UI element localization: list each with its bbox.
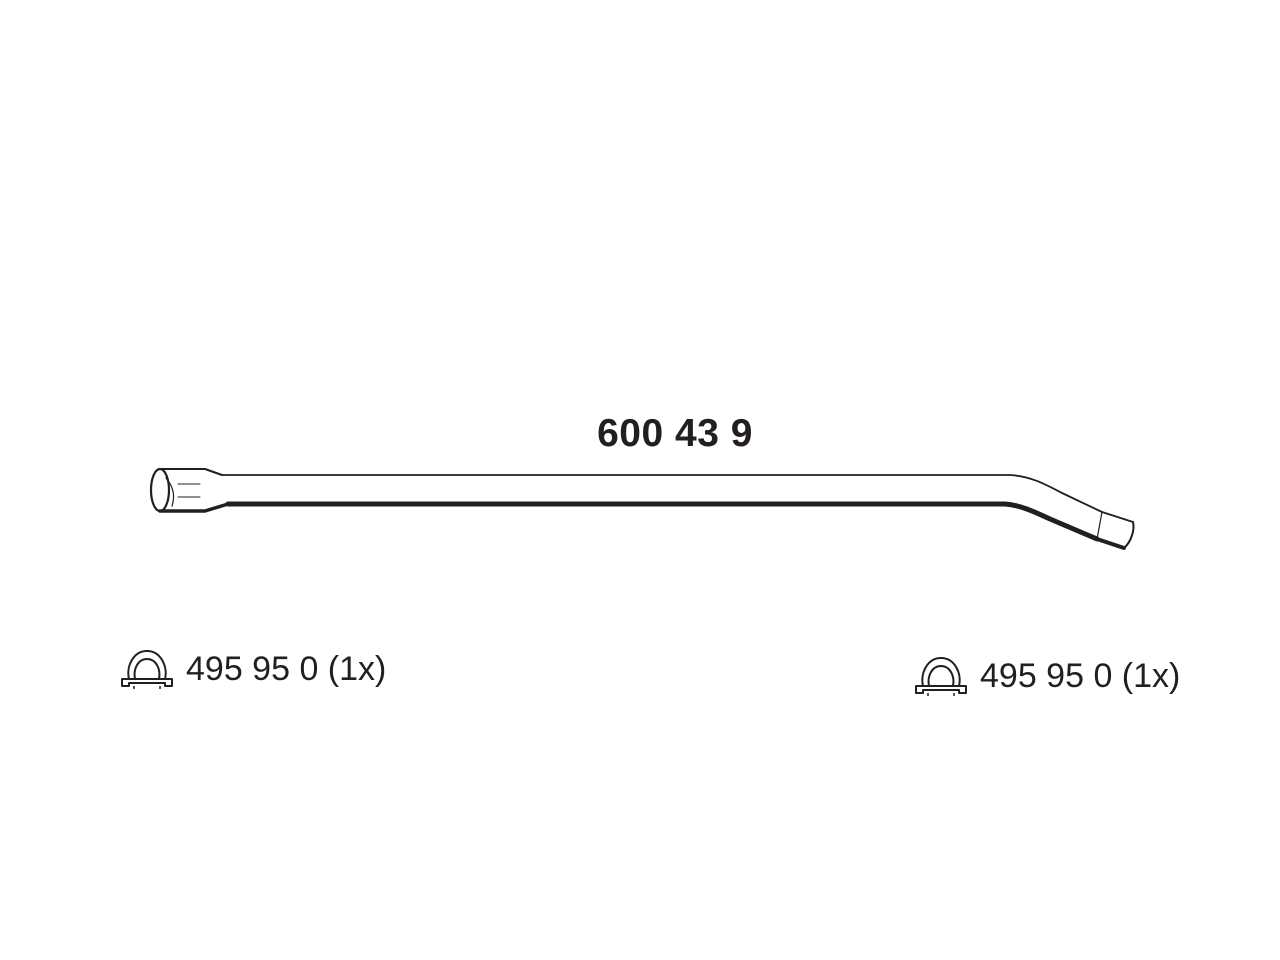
pipe-right-sleeve-bottom xyxy=(1095,537,1126,550)
pipe-body-top-edge xyxy=(221,474,1103,513)
exhaust-pipe-icon xyxy=(149,467,1135,550)
clamp-label: 495 95 0 (1x) xyxy=(980,656,1181,695)
clamp-label: 495 95 0 (1x) xyxy=(186,649,387,688)
clamp-item-left: 495 95 0 (1x) xyxy=(120,645,386,693)
pipe-right-sleeve-joint xyxy=(1096,511,1103,540)
part-number-label: 600 43 9 xyxy=(597,412,753,455)
pipe-left-socket-inner xyxy=(165,477,175,507)
pipe-clamp-icon xyxy=(915,657,967,696)
pipe-left-opening xyxy=(149,467,171,513)
pipe-clamp-icon xyxy=(121,650,173,689)
pipe-body-bottom-edge xyxy=(225,501,1100,542)
pipe-left-socket-bottom xyxy=(158,502,230,513)
pipe-right-end xyxy=(1123,521,1135,549)
pipe-left-socket-top xyxy=(159,468,223,476)
pipe-right-sleeve xyxy=(1101,511,1134,523)
clamp-item-right: 495 95 0 (1x) xyxy=(914,652,1180,700)
